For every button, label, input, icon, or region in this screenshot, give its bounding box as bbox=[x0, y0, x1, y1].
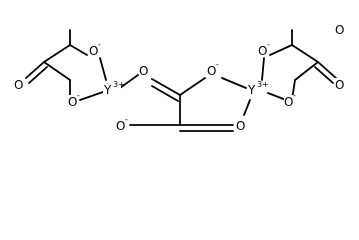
atom-oxygen: O bbox=[236, 119, 246, 133]
atom-label: O bbox=[335, 78, 344, 92]
central-oxalate-bonds bbox=[129, 77, 234, 132]
atom-label: O bbox=[68, 95, 77, 109]
atom-oxygen: O bbox=[335, 23, 345, 37]
bond bbox=[25, 61, 45, 79]
atom-charge: - bbox=[125, 115, 128, 124]
bond bbox=[43, 61, 71, 81]
atom-label: O bbox=[207, 64, 216, 78]
bond bbox=[99, 57, 107, 81]
atom-label: O bbox=[116, 119, 125, 133]
bond bbox=[28, 66, 48, 84]
bond bbox=[317, 61, 337, 79]
left-yttrium-bonds bbox=[79, 57, 139, 101]
bond bbox=[69, 44, 88, 56]
bond bbox=[294, 61, 319, 81]
atom-oxygen: O - bbox=[89, 40, 101, 58]
bond bbox=[151, 78, 181, 96]
atom-charge: - bbox=[293, 91, 296, 100]
atom-charge: - bbox=[216, 60, 219, 69]
atom-oxygen: O - bbox=[68, 91, 80, 109]
atom-label: Y bbox=[247, 83, 256, 97]
atom-label: O bbox=[139, 64, 148, 78]
atom-label: Y bbox=[103, 83, 112, 97]
bond bbox=[79, 91, 104, 101]
atom-oxygen: O bbox=[335, 78, 345, 92]
atom-charge: - bbox=[98, 40, 101, 49]
atom-yttrium: Y 3+ bbox=[103, 80, 125, 97]
atom-oxygen: O - bbox=[116, 115, 128, 133]
atom-charge: - bbox=[77, 91, 80, 100]
bond bbox=[43, 44, 71, 63]
bond bbox=[267, 92, 287, 101]
bond bbox=[314, 66, 334, 84]
atom-label: O bbox=[335, 23, 344, 37]
atom-yttrium: Y 3+ bbox=[247, 80, 269, 97]
right-oxalate-bonds bbox=[269, 29, 337, 101]
atom-oxygen: O - bbox=[284, 91, 296, 109]
bond bbox=[221, 77, 247, 89]
atom-charge: 3+ bbox=[113, 80, 125, 89]
bond bbox=[119, 74, 139, 89]
bond bbox=[243, 99, 251, 116]
yttrium-oxalate-structure: O - O Y 3+ O - O O - bbox=[14, 23, 345, 133]
bond bbox=[291, 44, 319, 63]
atom-labels: O - O Y 3+ O - O O - bbox=[14, 23, 345, 133]
bond bbox=[179, 77, 206, 96]
atom-label: O bbox=[258, 44, 267, 58]
atom-label: O bbox=[14, 78, 23, 92]
atom-charge: 3+ bbox=[257, 80, 269, 89]
atom-label: O bbox=[236, 119, 245, 133]
atom-oxygen: O bbox=[14, 78, 24, 92]
atom-oxygen: O bbox=[139, 64, 149, 78]
left-oxalate-bonds bbox=[25, 29, 88, 101]
atom-label: O bbox=[284, 95, 293, 109]
bond bbox=[151, 85, 179, 102]
atom-label: O bbox=[89, 44, 98, 58]
atom-oxygen: O - bbox=[258, 40, 270, 58]
bond bbox=[269, 44, 293, 56]
bond bbox=[261, 57, 265, 81]
right-yttrium-bonds bbox=[221, 57, 287, 116]
atom-oxygen: O - bbox=[207, 60, 219, 78]
atom-charge: - bbox=[267, 40, 270, 49]
